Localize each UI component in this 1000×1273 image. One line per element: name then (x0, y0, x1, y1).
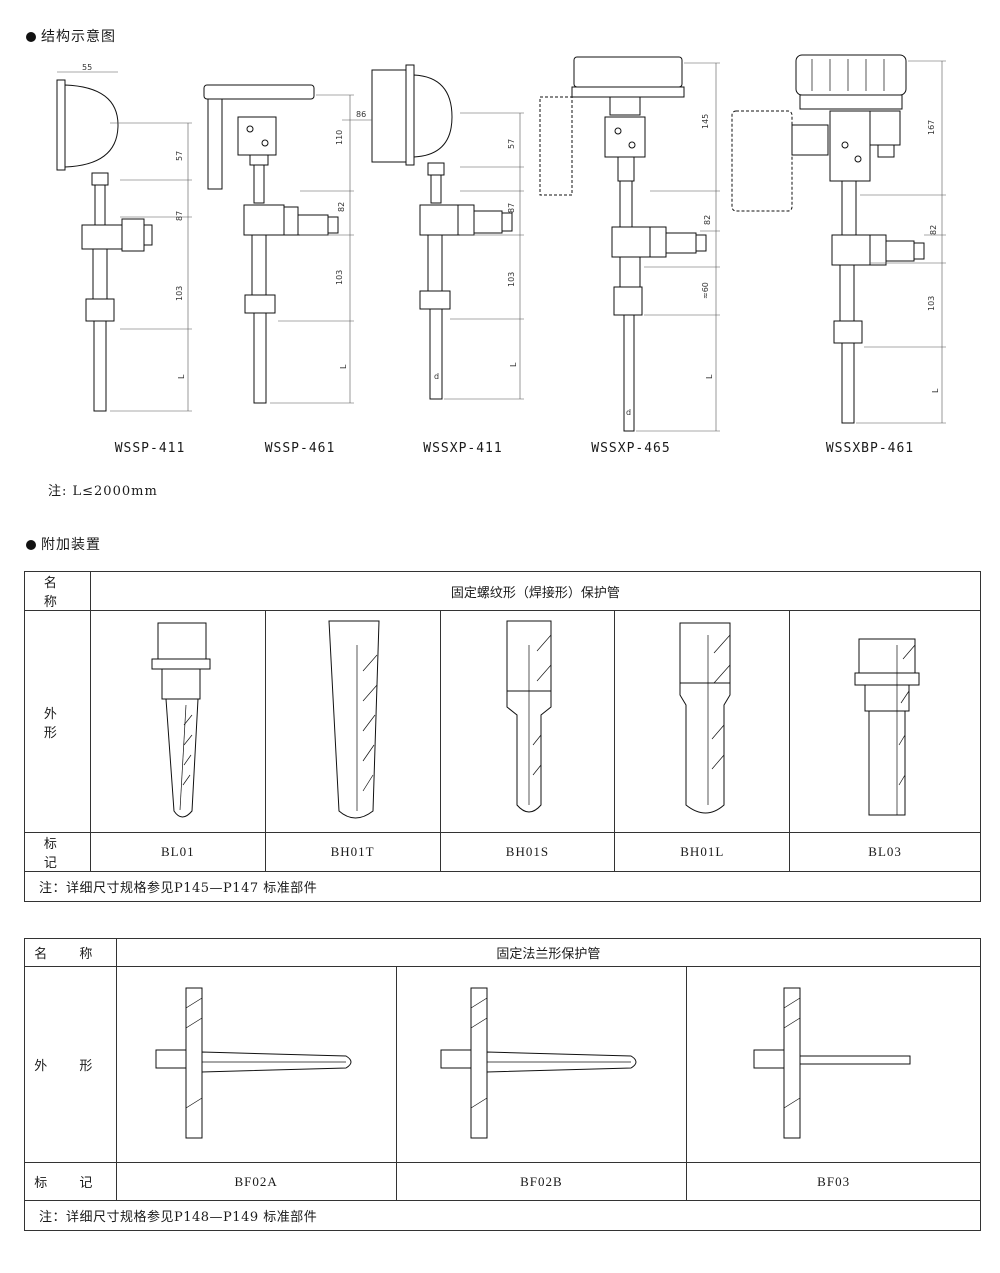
svg-text:L: L (339, 364, 348, 369)
shape-bf02a (115, 966, 397, 1163)
svg-text:103: 103 (335, 270, 344, 285)
model-label-wssp-461: WSSP-461 (264, 441, 336, 456)
bl03-drawing (854, 638, 920, 815)
bh01t-drawing (328, 620, 380, 818)
diagram-wssp-461: 110 82 103 L (203, 84, 354, 404)
shape-bf02b (395, 966, 688, 1163)
model-label-wssxbp-461: WSSXBP-461 (825, 441, 915, 456)
name-value: 固定螺纹形（焊接形）保护管 (89, 571, 982, 611)
svg-text:≈60: ≈60 (701, 282, 710, 299)
mark-label: 标 记 (24, 832, 91, 872)
code-bh01t: BH01T (264, 832, 441, 872)
bl01-drawing (151, 622, 211, 817)
svg-text:167: 167 (927, 120, 936, 135)
table1-note: 注：详细尺寸规格参见P145—P147 标准部件 (24, 871, 981, 902)
name-value: 固定法兰形保护管 (115, 938, 982, 967)
svg-text:103: 103 (175, 286, 184, 301)
length-note: 注: L≤2000mm (48, 484, 158, 499)
svg-text:82: 82 (929, 225, 938, 235)
svg-text:L: L (509, 362, 518, 367)
shape-label: 外 形 (24, 610, 91, 833)
name-label: 名 称 (24, 938, 117, 967)
model-label-wssp-411: WSSP-411 (114, 441, 186, 456)
svg-text:87: 87 (175, 211, 184, 221)
shape-bh01s (439, 610, 616, 833)
svg-text:57: 57 (507, 139, 516, 149)
svg-text:82: 82 (703, 215, 712, 225)
svg-text:d: d (626, 408, 631, 417)
svg-text:57: 57 (175, 151, 184, 161)
svg-text:d: d (434, 372, 439, 381)
svg-text:87: 87 (507, 203, 516, 213)
code-bf02a: BF02A (115, 1162, 397, 1201)
bf02a-drawing (155, 987, 352, 1138)
threaded-protection-tube-table: 名 称 固定螺纹形（焊接形）保护管 外 形 (24, 571, 982, 902)
svg-text:L: L (705, 374, 714, 379)
svg-text:L: L (931, 388, 940, 393)
code-bh01s: BH01S (439, 832, 616, 872)
bh01l-drawing (679, 622, 731, 813)
diagram-wssp-411: 55 57 87 103 L (56, 63, 192, 412)
svg-text:55: 55 (82, 63, 92, 72)
svg-text:86: 86 (356, 110, 366, 119)
structure-title-text: 结构示意图 (41, 29, 116, 45)
shape-bl03 (789, 610, 981, 833)
mark-label: 标 记 (24, 1162, 117, 1201)
svg-text:110: 110 (335, 130, 344, 145)
svg-text:103: 103 (927, 296, 936, 311)
model-label-wssxp-411: WSSXP-411 (423, 441, 503, 456)
diagram-wssxbp-461: 167 82 103 L (731, 54, 946, 424)
shape-label: 外 形 (24, 966, 117, 1163)
code-bf03: BF03 (686, 1162, 981, 1201)
accessories-title-text: 附加装置 (41, 537, 101, 553)
shape-bl01 (89, 610, 266, 833)
svg-text:145: 145 (701, 114, 710, 129)
svg-text:103: 103 (507, 272, 516, 287)
code-bf02b: BF02B (395, 1162, 688, 1201)
code-bl03: BL03 (789, 832, 981, 872)
svg-text:82: 82 (337, 202, 346, 212)
diagram-wssxp-411: 86 57 87 103 L d (342, 64, 524, 400)
bullet-icon (26, 540, 36, 550)
structure-section-title: 结构示意图 (26, 26, 116, 46)
table2-note: 注：详细尺寸规格参见P148—P149 标准部件 (24, 1200, 981, 1231)
shape-bf03 (686, 966, 981, 1163)
bh01s-drawing (506, 620, 552, 812)
code-bl01: BL01 (89, 832, 266, 872)
bf02b-drawing (440, 987, 637, 1138)
diagram-wssxp-465: 145 82 ≈60 L d (539, 56, 720, 432)
bf03-drawing (753, 987, 911, 1138)
name-label: 名 称 (24, 571, 91, 611)
flanged-protection-tube-table: 名 称 固定法兰形保护管 外 形 (24, 938, 982, 1231)
structure-diagrams: 55 57 87 103 L 110 82 103 L (56, 54, 946, 432)
bullet-icon (26, 32, 36, 42)
code-bh01l: BH01L (614, 832, 791, 872)
model-label-wssxp-465: WSSXP-465 (591, 441, 671, 456)
shape-bh01t (264, 610, 441, 833)
accessories-section-title: 附加装置 (26, 534, 101, 554)
svg-text:L: L (177, 374, 186, 379)
shape-bh01l (614, 610, 791, 833)
